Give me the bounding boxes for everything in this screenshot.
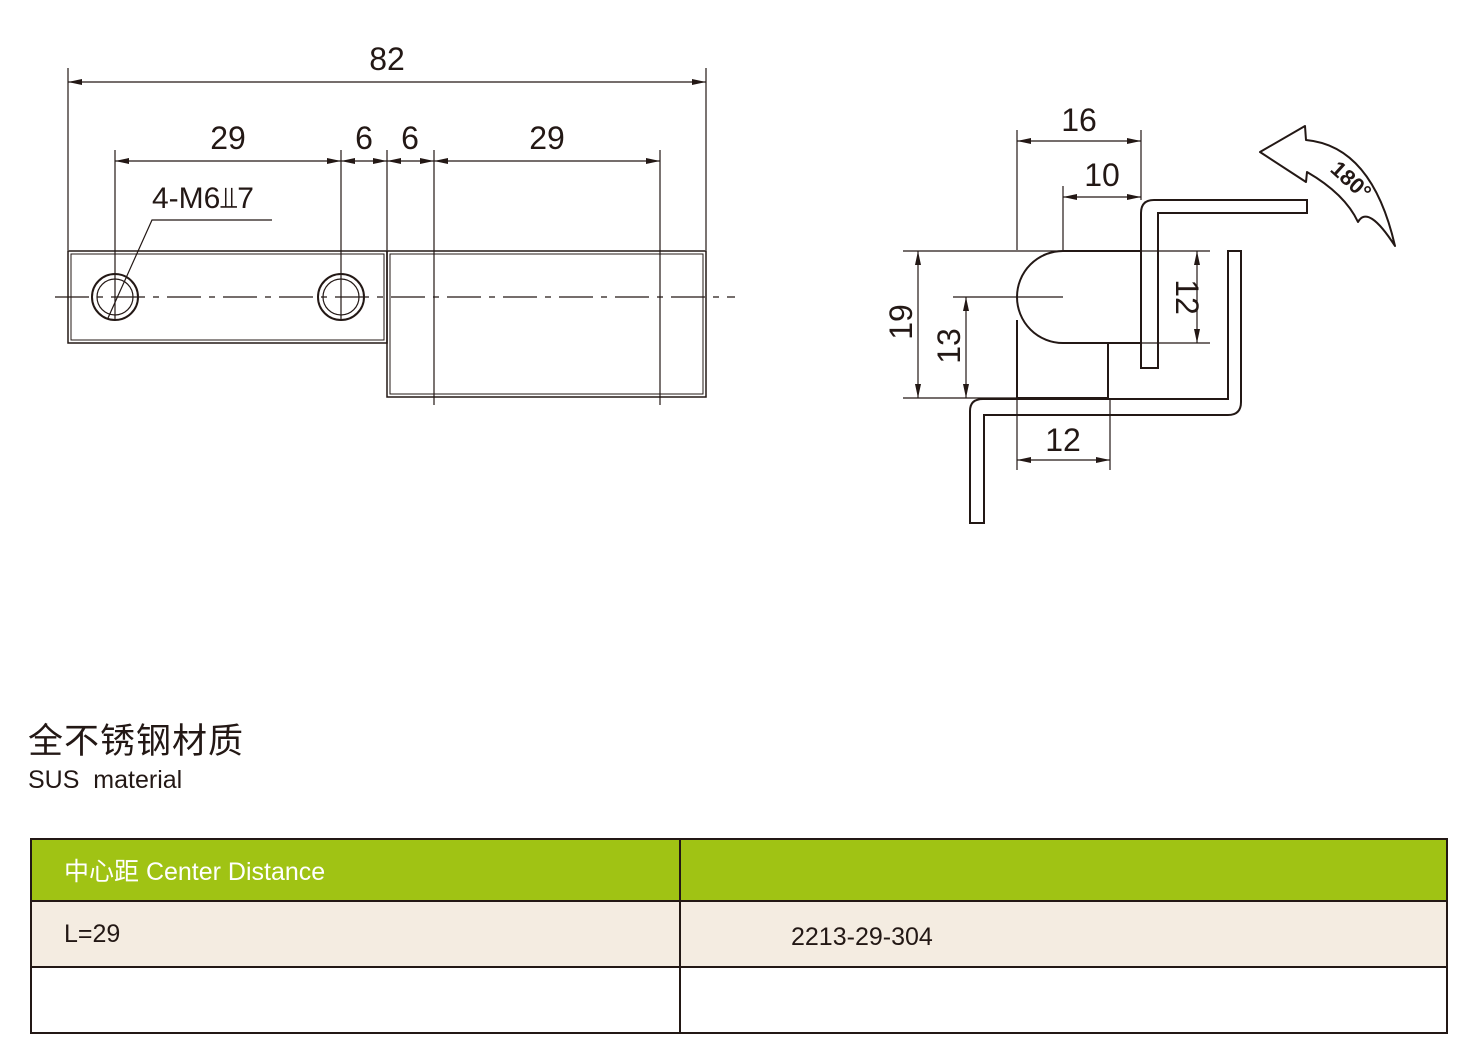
technical-drawing: 82 29 6 6 29 4-M6⫫7 16 10 12 19 13 12 (55, 41, 1396, 524)
rotation-arrow-icon (1259, 125, 1396, 247)
dim-29-left: 29 (210, 120, 246, 156)
dim-6-right: 6 (401, 120, 419, 156)
header-part-number (679, 838, 1448, 902)
cell-center-distance: L=29 (30, 900, 681, 968)
dim-12-right: 12 (1169, 279, 1205, 315)
dim-13: 13 (931, 328, 967, 364)
lower-block (1016, 320, 1109, 399)
dim-16: 16 (1061, 102, 1097, 138)
hole-left (91, 273, 139, 321)
dim-82: 82 (369, 41, 405, 77)
table-header: 中心距 Center Distance (30, 838, 1448, 902)
header-center-distance: 中心距 Center Distance (30, 838, 681, 902)
side-view (903, 130, 1308, 524)
material-cn: 全不锈钢材质 (28, 722, 245, 762)
table-row: L=29 2213-29-304 (30, 900, 1448, 968)
cell-part-number: 2213-29-304 (679, 900, 1448, 968)
dim-29-right: 29 (529, 120, 565, 156)
cell-part-number (679, 966, 1448, 1034)
lower-leaf (969, 250, 1242, 524)
dim-10: 10 (1084, 157, 1120, 193)
hole-callout: 4-M6⫫7 (152, 182, 254, 215)
hole-right (317, 273, 365, 321)
dim-12-bottom: 12 (1045, 422, 1081, 458)
upper-leaf (1140, 199, 1308, 369)
callout-leader (107, 219, 272, 319)
cell-center-distance (30, 966, 681, 1034)
knuckle (1016, 250, 1142, 344)
front-view (55, 68, 735, 405)
dim-6-left: 6 (355, 120, 373, 156)
spec-table: 中心距 Center Distance L=29 2213-29-304 (30, 838, 1448, 1034)
dim-19: 19 (883, 304, 919, 340)
material-note: 全不锈钢材质 SUS material (28, 722, 244, 794)
material-en: SUS material (28, 766, 183, 794)
table-row (30, 966, 1448, 1034)
right-barrel (386, 250, 707, 398)
